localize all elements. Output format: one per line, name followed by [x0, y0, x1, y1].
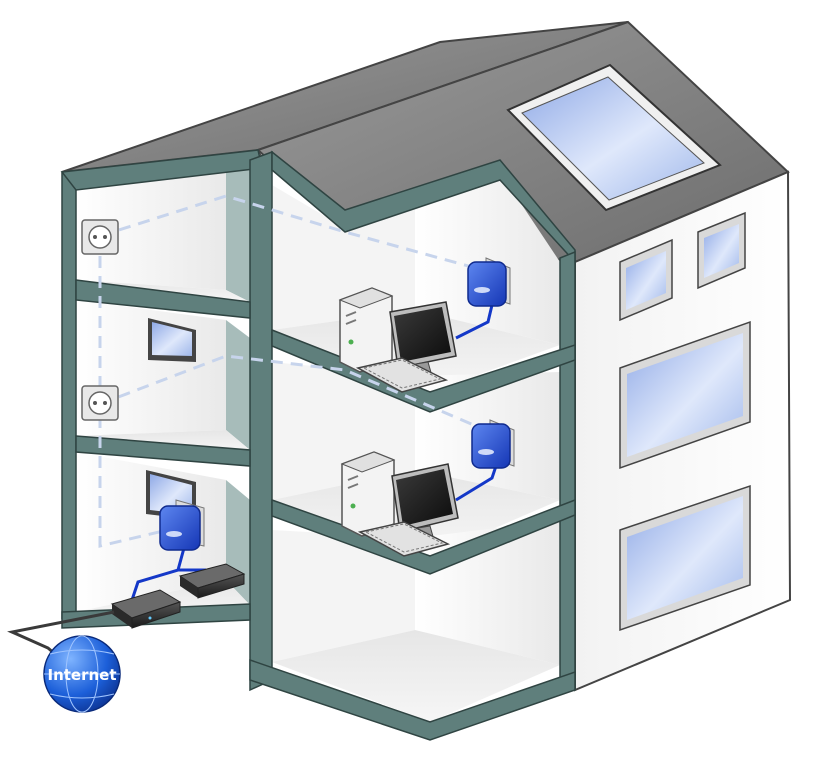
- powerline-adapter-icon: [467, 257, 511, 307]
- socket-icon: [81, 385, 119, 421]
- powerline-link: [98, 194, 491, 548]
- window-icon: [619, 320, 751, 470]
- window-icon: [619, 484, 751, 632]
- window-icon: [697, 211, 746, 290]
- window-icon: [148, 318, 196, 362]
- socket-icon: [81, 219, 119, 255]
- monitor-icon: [391, 463, 459, 543]
- powerline-adapter-icon: [159, 499, 205, 551]
- keyboard-icon: [357, 521, 451, 557]
- keyboard-icon: [355, 357, 449, 393]
- room-left-middle: [76, 300, 250, 452]
- modem-icon: [110, 589, 182, 629]
- computer-icon: [340, 451, 396, 537]
- wall-frame: [60, 149, 576, 741]
- internet-globe-icon: Internet: [43, 635, 121, 713]
- router-icon: [178, 563, 246, 599]
- computer-icon: [338, 287, 394, 373]
- internet-label: Internet: [47, 666, 116, 684]
- window-icon: [619, 238, 673, 322]
- powerline-adapter-icon: [471, 419, 515, 469]
- skylight-icon: [506, 63, 722, 212]
